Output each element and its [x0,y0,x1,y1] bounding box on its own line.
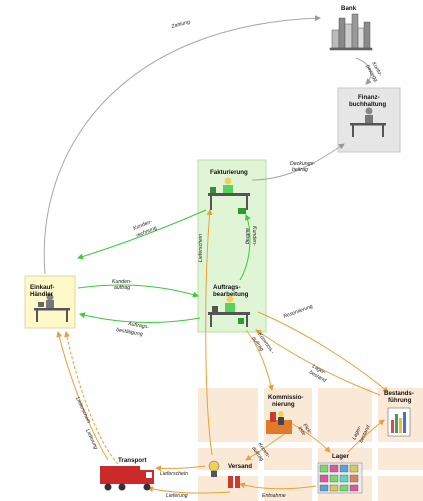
label-pickliste-1: Pick- [301,423,313,436]
node-auftrags-2: bearbeitung [213,291,249,298]
arrow-lagerbestand-b [347,419,385,453]
arrow-entnahme [239,482,317,490]
label-auftragsbest-2: bestätigung [116,327,144,338]
arrow-lieferung-einkauf [64,331,119,465]
node-finanz-1: Finanz- [358,94,380,101]
node-lager: Lager [332,453,349,460]
node-bestands-2: führung [388,397,412,404]
label-lieferung-t: Lieferung [166,493,188,499]
arrow-lagerbestand [255,329,381,396]
order-workstation-icon [208,295,250,327]
arrow-auftragsbestaetigung [79,312,201,324]
node-einkauf-2: Händler [30,291,54,298]
picking-workstation-icon [266,411,292,434]
node-kommiss-1: Kommissio- [268,394,303,401]
truck-icon [100,466,154,491]
label-zahlung: Zahlung [170,19,191,30]
label-entnahme: Entnahme [262,493,286,499]
arrow-kundenauftrag [77,284,199,298]
node-einkauf-1: Einkauf- [30,284,54,291]
node-bestands-1: Bestands- [384,390,414,397]
node-fakturierung: Fakturierung [210,169,248,176]
dealer-workstation-icon [34,293,70,322]
finance-box [337,87,401,153]
arrow-lieferschein-einkauf [56,331,109,461]
node-auftrags-1: Auftrags- [213,284,241,291]
finance-workstation-icon [350,107,386,137]
warehouse-shelf-icon [317,462,363,494]
inventory-chart-icon [387,407,411,437]
arrow-kontobewegung [355,57,372,85]
label-auftragsbest-1: Auftrags- [127,321,150,331]
node-versand: Versand [228,463,252,470]
node-finanz-2: buchhaltung [349,101,386,108]
label-deckungs-1: Deckungs- [290,161,315,167]
label-kundenauftrag-2: auftrag [114,285,130,291]
label-lieferschein-v: Lieferschein [198,234,204,262]
billing-workstation-icon [208,177,250,214]
label-lagerbestand-b-1: Lager- [351,425,363,441]
node-kommiss-2: nierung [272,401,295,408]
label-pickliste-2: liste [296,426,306,437]
label-deckungs-2: beitrag [292,167,308,173]
arrow-kommissionsauftrag [245,329,274,391]
shipping-icon [208,460,240,488]
label-kundenauftrag-v-1: Kunden- [251,226,257,246]
label-reservierung: Reservierung [283,304,314,320]
arrow-lieferung-transport [147,486,231,494]
label-lieferschein-t: Lieferschein [160,471,188,477]
arrow-reservierung [257,311,389,393]
arrow-lieferschein-transport [155,465,206,472]
node-transport: Transport [118,457,147,464]
label-kundenauftrag-v-2: auftrag [244,228,250,244]
arrow-kundenrechnung [77,209,207,260]
node-bank: Bank [341,5,357,12]
arrow-lieferschein-vertical [205,209,213,456]
arrow-zahlung [43,15,321,275]
arrow-kundenauftrag-vertical [239,214,251,281]
bank-icon [329,13,373,51]
arrow-deckungsbeitrag [251,143,345,181]
label-kundenauftrag-1: Kunden- [112,279,132,285]
